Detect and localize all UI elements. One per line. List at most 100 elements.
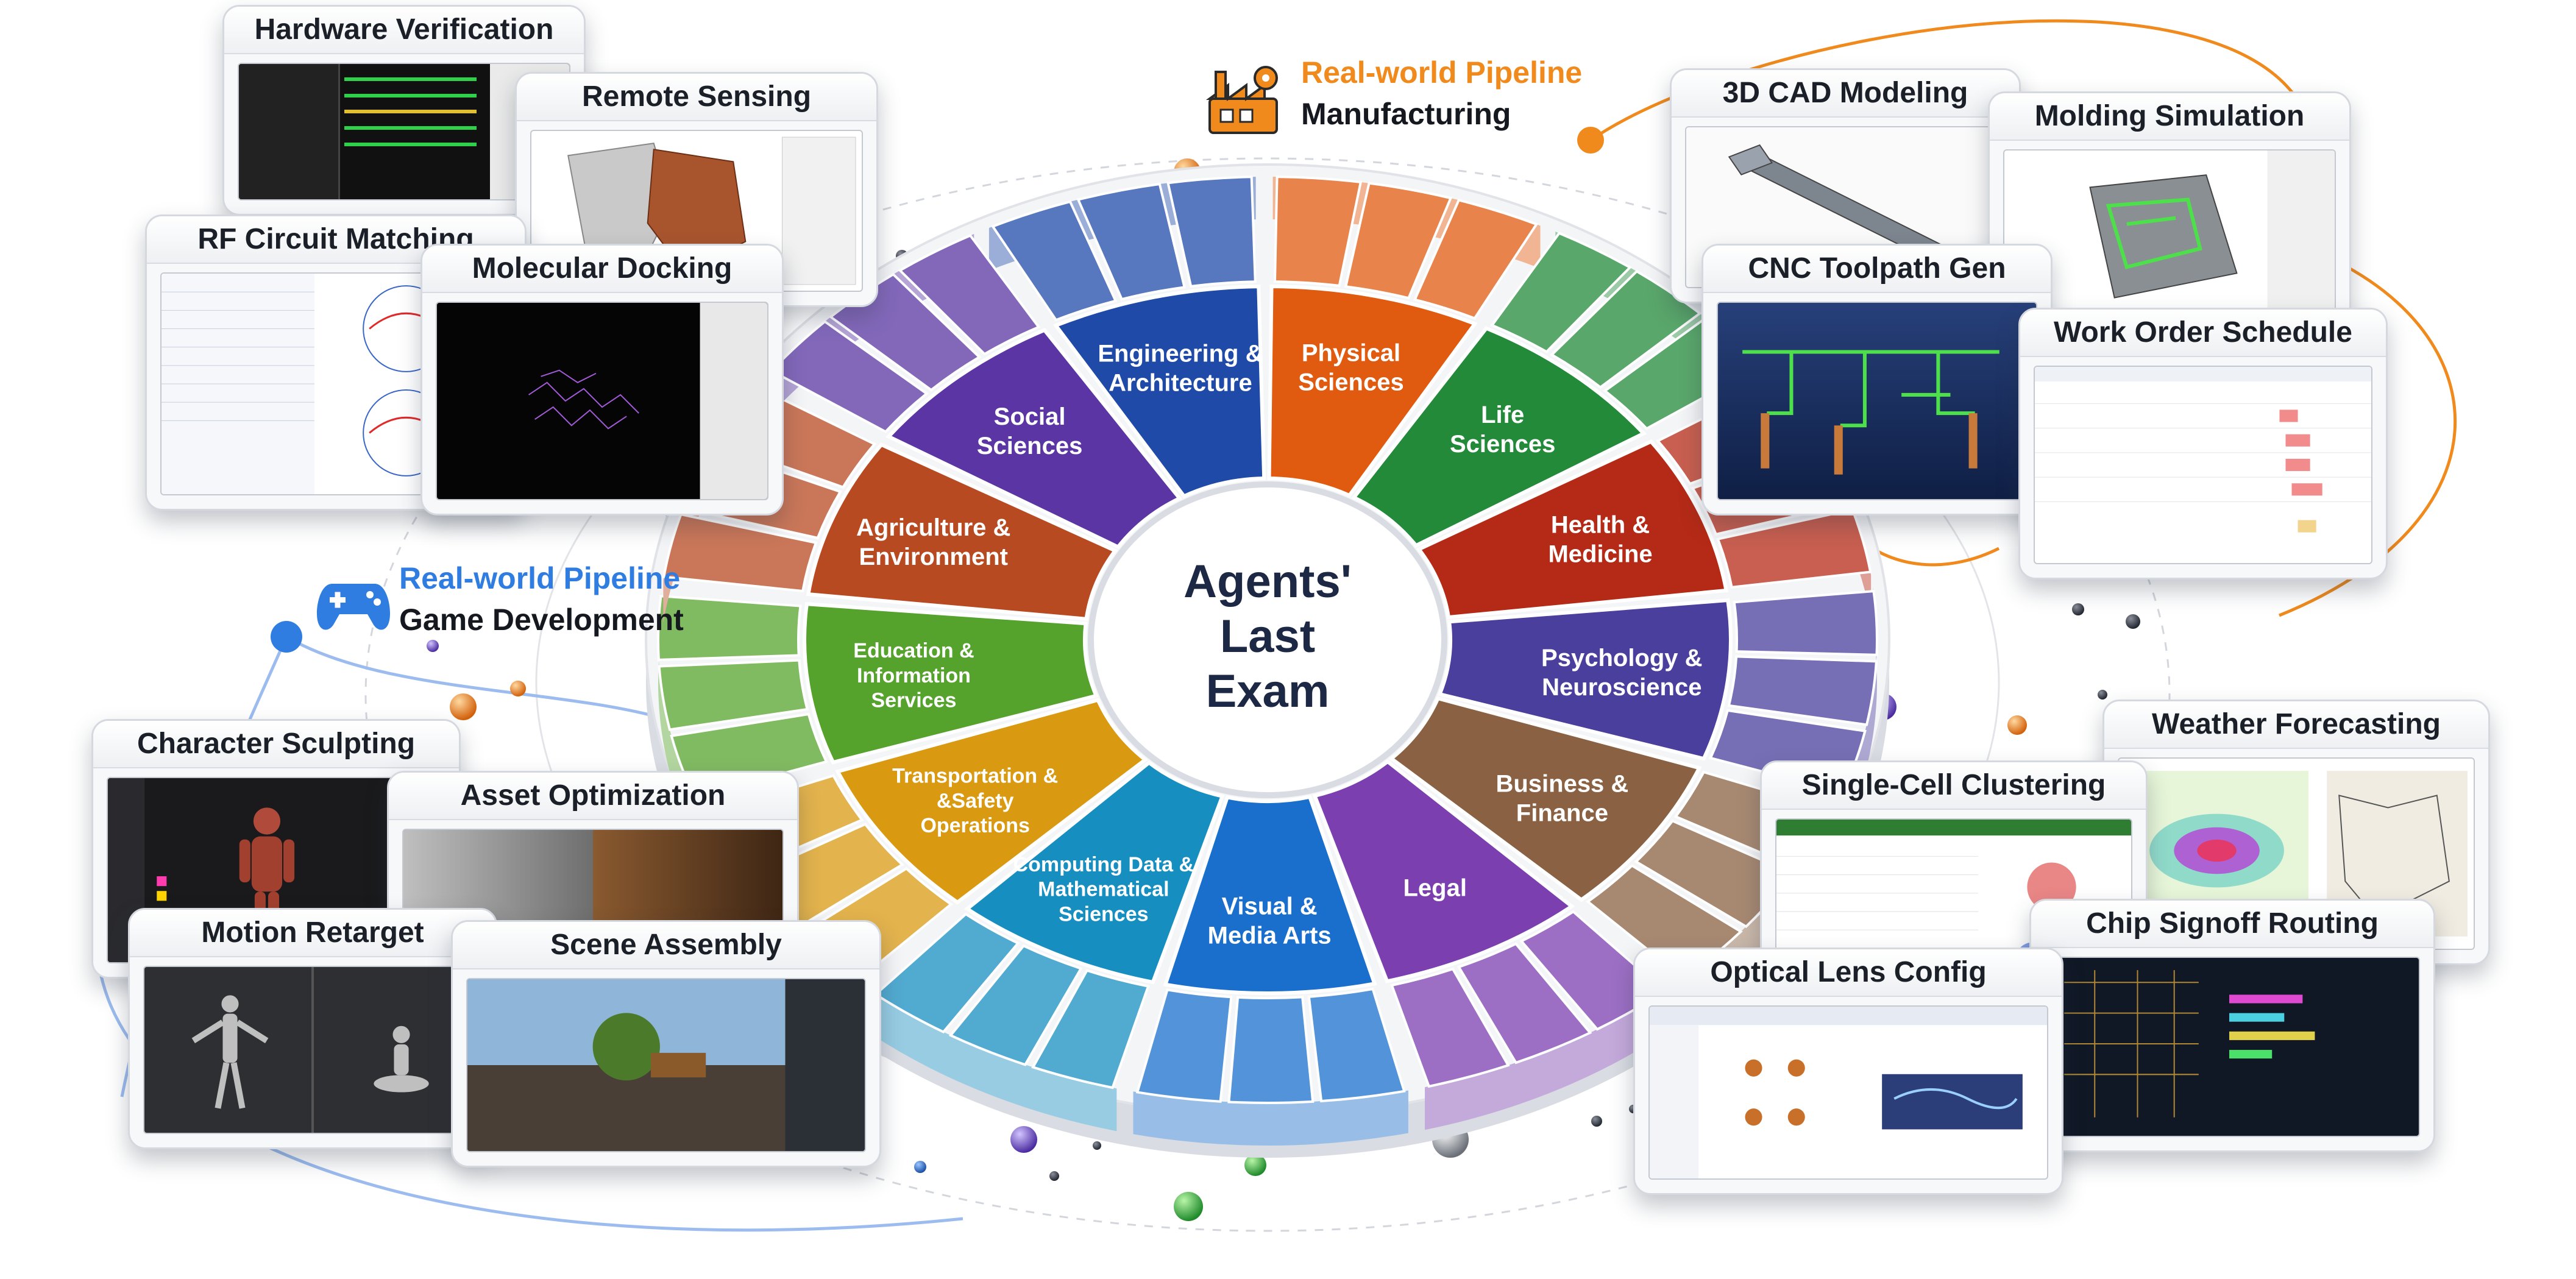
card-motion-retarget[interactable]: Motion Retarget xyxy=(128,908,497,1149)
card-optical-lens-config[interactable]: Optical Lens Config xyxy=(1633,948,2063,1195)
molding-simulation-screenshot xyxy=(2003,149,2336,336)
wheel-sector-1 xyxy=(1267,285,1478,498)
center-title-line-2: Last xyxy=(1220,611,1315,662)
pipeline-manufacturing-line-2: Manufacturing xyxy=(1301,97,1511,131)
wheel-sector-label-4-0: Psychology & xyxy=(1541,645,1703,671)
card-optical-lens-config-title: Optical Lens Config xyxy=(1635,949,2062,997)
wheel-sector-label-4-1: Neuroscience xyxy=(1542,674,1701,701)
wheel-sector-tile-1-0 xyxy=(1273,175,1363,288)
optical-lens-screenshot xyxy=(1648,1005,2048,1180)
wheel-sector-tile-11-0 xyxy=(662,512,818,593)
wheel-sector-label-2-1: Sciences xyxy=(1450,431,1555,458)
card-molding-simulation-title: Molding Simulation xyxy=(1990,93,2349,141)
wheel-sector-label-5-1: Finance xyxy=(1516,799,1608,826)
wheel-sector-5 xyxy=(1388,696,1702,902)
card-chip-signoff-routing[interactable]: Chip Signoff Routing xyxy=(2029,899,2435,1152)
wheel-sector-tile-10-2 xyxy=(657,595,802,661)
wheel-sector-0 xyxy=(1052,285,1266,499)
wheel-sector-label-2-0: Life xyxy=(1481,402,1524,428)
wheel-sector-8 xyxy=(964,760,1225,985)
wheel-sector-9 xyxy=(835,698,1149,905)
wheel-sector-label-11-1: Environment xyxy=(859,544,1007,570)
motion-retarget-screenshot xyxy=(143,966,482,1134)
wheel-sector-3 xyxy=(1416,439,1729,620)
card-cnc-toolpath-gen[interactable]: CNC Toolpath Gen xyxy=(1701,244,2053,515)
wheel-sector-label-9-2: Operations xyxy=(920,814,1029,837)
wheel-sector-tile-2-0 xyxy=(1490,232,1632,353)
wheel-sector-tile-6-2 xyxy=(1390,967,1510,1088)
wheel-sector-side-8 xyxy=(872,992,1117,1132)
pipeline-game-line-1: Real-world Pipeline xyxy=(399,561,681,595)
wheel-sector-tile-10-1 xyxy=(658,659,809,731)
center-title-line-3: Exam xyxy=(1206,665,1330,717)
card-single-cell-clustering-title: Single-Cell Clustering xyxy=(1762,762,2146,810)
wheel-sector-tile-1-1 xyxy=(1344,182,1453,300)
wheel-sector-2 xyxy=(1351,326,1647,548)
card-molecular-docking[interactable]: Molecular Docking xyxy=(420,244,784,515)
wheel-sector-6 xyxy=(1312,759,1575,983)
wheel-sector-tile-0-0 xyxy=(991,200,1118,322)
scene-assembly-screenshot xyxy=(466,978,866,1152)
chip-routing-screenshot xyxy=(2045,957,2420,1137)
wheel-sector-10 xyxy=(803,602,1099,765)
wheel-sector-label-1-1: Sciences xyxy=(1298,369,1403,395)
factory-icon xyxy=(1204,61,1283,140)
wheel-sector-label-6-0: Legal xyxy=(1403,874,1466,901)
wheel-sector-label-10-1: Information xyxy=(857,664,971,687)
card-work-order-schedule-title: Work Order Schedule xyxy=(2020,310,2386,357)
wheel-sector-tile-8-2 xyxy=(873,912,1020,1034)
wheel-sector-11 xyxy=(806,442,1118,622)
wheel-sector-label-10-2: Services xyxy=(871,689,957,712)
wheel-sector-label-10-0: Education & xyxy=(853,639,974,662)
card-weather-forecasting-title: Weather Forecasting xyxy=(2104,701,2488,749)
wheel-sector-7 xyxy=(1163,795,1377,995)
wheel-sector-tile-2-1 xyxy=(1550,269,1702,389)
card-scene-assembly-title: Scene Assembly xyxy=(453,922,879,969)
card-work-order-schedule[interactable]: Work Order Schedule xyxy=(2018,308,2388,579)
wheel-sector-label-11-0: Agriculture & xyxy=(856,514,1010,541)
wheel-sector-label-9-1: &Safety xyxy=(937,789,1014,812)
wheel-sector-tile-7-1 xyxy=(1227,996,1315,1104)
wheel-sector-side-6 xyxy=(1425,989,1668,1130)
gamepad-icon xyxy=(314,572,393,639)
wheel-sector-label-12-1: Sciences xyxy=(977,433,1082,459)
wheel-sector-label-5-0: Business & xyxy=(1496,770,1628,797)
wheel-sector-12 xyxy=(885,328,1183,550)
card-hardware-verification-title: Hardware Verification xyxy=(224,7,584,54)
card-cnc-toolpath-gen-title: CNC Toolpath Gen xyxy=(1703,246,2051,293)
center-title-line-1: Agents' xyxy=(1183,556,1352,608)
wheel-center: Agents' Last Exam xyxy=(1088,481,1447,798)
work-order-gantt-screenshot xyxy=(2034,366,2372,564)
card-3d-cad-modeling-title: 3D CAD Modeling xyxy=(1672,70,2019,118)
wheel-sector-label-3-0: Health & xyxy=(1551,511,1650,538)
wheel-sector-label-0-1: Architecture xyxy=(1109,370,1252,397)
wheel-sector-label-7-1: Media Arts xyxy=(1208,922,1332,949)
wheel-sector-label-0-0: Engineering & xyxy=(1098,341,1263,367)
wheel-sector-label-8-1: Mathematical xyxy=(1038,878,1169,901)
card-motion-retarget-title: Motion Retarget xyxy=(130,910,495,957)
pipeline-game-line-2: Game Development xyxy=(399,603,684,637)
card-remote-sensing-title: Remote Sensing xyxy=(517,74,876,121)
wheel-sector-tile-12-0 xyxy=(769,320,929,433)
wheel-sector-tile-12-2 xyxy=(898,234,1041,356)
molecular-docking-screenshot xyxy=(436,302,768,500)
wheel-sector-tile-1-2 xyxy=(1413,199,1539,320)
wheel-sector-tile-0-1 xyxy=(1076,182,1187,301)
wheel-sector-tile-4-1 xyxy=(1727,655,1878,726)
wheel-sector-tile-6-1 xyxy=(1457,942,1592,1065)
wheel-sector-tile-8-0 xyxy=(1031,969,1150,1089)
card-asset-optimization-title: Asset Optimization xyxy=(389,773,797,820)
pipeline-manufacturing-line-1: Real-world Pipeline xyxy=(1301,55,1583,90)
card-chip-signoff-routing-title: Chip Signoff Routing xyxy=(2031,901,2433,948)
wheel-sector-tile-7-2 xyxy=(1135,988,1233,1103)
cnc-toolpath-screenshot xyxy=(1717,302,2037,500)
card-scene-assembly[interactable]: Scene Assembly xyxy=(451,920,881,1167)
wheel-sector-tile-4-0 xyxy=(1733,590,1878,656)
wheel-sector-label-9-0: Transportation & xyxy=(892,765,1058,788)
wheel-sector-label-12-0: Social xyxy=(994,403,1066,430)
wheel-sector-4 xyxy=(1437,598,1733,761)
wheel-sector-label-8-2: Sciences xyxy=(1059,902,1148,926)
wheel-sector-label-3-1: Medicine xyxy=(1548,540,1652,567)
wheel-sector-tile-7-0 xyxy=(1307,987,1406,1103)
